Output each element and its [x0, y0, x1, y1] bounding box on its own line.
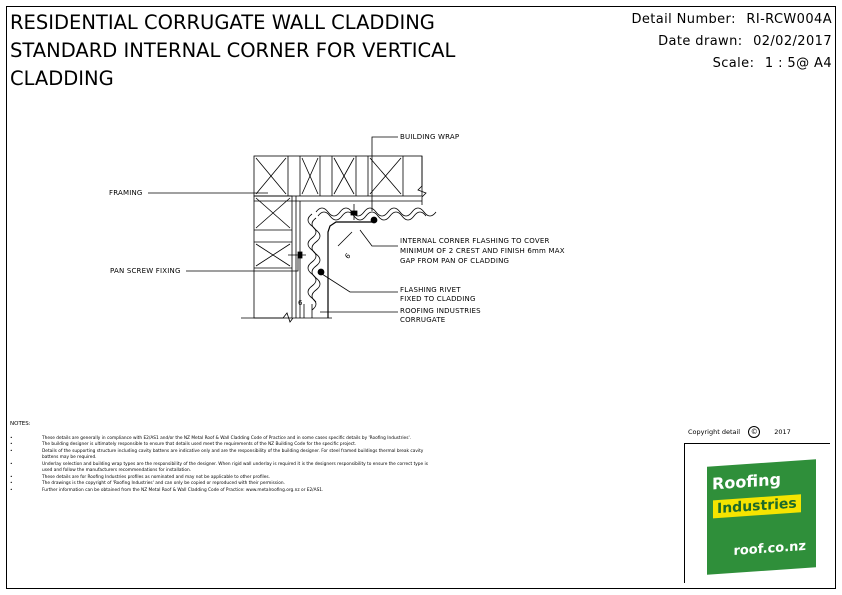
logo-line-2: Industries [713, 494, 801, 519]
note-text: Details of the supporting structure incl… [42, 448, 424, 461]
copyright-icon: © [748, 426, 761, 438]
note-item: •These details are for Roofing Industrie… [10, 474, 270, 480]
label-rivet-1: FLASHING RIVET [400, 286, 461, 294]
scale-value: 1 : 5@ A4 [764, 56, 832, 71]
title-line-2: STANDARD INTERNAL CORNER FOR VERTICAL [10, 39, 456, 62]
logo-line-1: Roofing [712, 469, 782, 494]
label-pan-screw: PAN SCREW FIXING [110, 267, 181, 275]
label-flashing-2: MINIMUM OF 2 CREST AND FINISH 6mm MAX [400, 247, 565, 255]
note-text: The drawings is the copyright of 'Roofin… [42, 481, 285, 486]
roofing-industries-logo: Roofing Industries roof.co.nz [707, 459, 816, 575]
note-item: •Details of the supporting structure inc… [10, 448, 424, 461]
internal-corner-flashing [327, 221, 372, 318]
screw-top [350, 204, 358, 220]
logo-box: Roofing Industries roof.co.nz [684, 443, 830, 583]
note-item: •These details are generally in complian… [10, 435, 411, 441]
label-rivet-2: FIXED TO CLADDING [400, 295, 476, 303]
date-drawn-row: Date drawn: 02/02/2017 [625, 31, 832, 53]
leader-building-wrap [371, 136, 398, 211]
note-text: These details are generally in complianc… [42, 435, 411, 441]
date-drawn-value: 02/02/2017 [753, 34, 832, 49]
note-text: Underlay selection and building wrap typ… [42, 461, 428, 474]
copyright-year: 2017 [774, 428, 791, 436]
title-line-3: CLADDING [10, 67, 114, 90]
detail-number-value: RI-RCW004A [746, 12, 832, 27]
label-framing: FRAMING [109, 189, 143, 197]
label-building-wrap: BUILDING WRAP [400, 133, 460, 141]
label-flashing-1: INTERNAL CORNER FLASHING TO COVER [400, 237, 550, 245]
notes-section: NOTES: •These details are generally in c… [10, 421, 430, 494]
note-item: •Further information can be obtained fro… [10, 487, 324, 493]
framing-top [253, 155, 423, 205]
copyright-line: Copyright detail © 2017 [688, 426, 791, 438]
note-item: •The drawings is the copyright of 'Roofi… [10, 481, 285, 486]
break-line-right [417, 156, 427, 205]
dim-line-right [337, 231, 353, 247]
drawing-sheet [6, 6, 836, 589]
leader-pan-screw [186, 256, 299, 272]
date-drawn-label: Date drawn: [658, 34, 743, 49]
framing-left [253, 195, 301, 319]
label-corrugate-1: ROOFING INDUSTRIES [400, 307, 481, 315]
note-item: •Underlay selection and building wrap ty… [10, 461, 428, 474]
note-text: These details are for Roofing Industries… [42, 474, 270, 480]
logo-url: roof.co.nz [733, 538, 806, 559]
scale-row: Scale: 1 : 5@ A4 [625, 53, 832, 75]
rivet-vertical [317, 268, 325, 276]
dimension-6-bottom: 6 [298, 299, 303, 307]
leader-rivet [321, 273, 398, 293]
notes-title: NOTES: [10, 421, 31, 427]
copyright-label: Copyright detail [688, 428, 741, 436]
note-item: •The building designer is ultimately res… [10, 442, 357, 447]
drawing-title: RESIDENTIAL CORRUGATE WALL CLADDING STAN… [10, 9, 455, 93]
note-text: Further information can be obtained from… [42, 487, 324, 493]
corrugate-horizontal [315, 207, 437, 217]
title-block-meta: Detail Number: RI-RCW004A Date drawn: 02… [625, 9, 832, 75]
note-text: The building designer is ultimately resp… [42, 442, 357, 447]
pan-screw [288, 251, 306, 259]
detail-number-row: Detail Number: RI-RCW004A [625, 9, 832, 31]
scale-label: Scale: [712, 56, 755, 71]
title-line-1: RESIDENTIAL CORRUGATE WALL CLADDING [10, 11, 435, 34]
leader-flashing [359, 229, 398, 247]
corrugate-horizontal-inner [317, 211, 427, 221]
corrugate-vertical-inner [311, 217, 321, 303]
rivet-horizontal [370, 216, 378, 224]
detail-number-label: Detail Number: [631, 12, 736, 27]
label-flashing-3: GAP FROM PAN OF CLADDING [400, 257, 510, 265]
label-corrugate-2: CORRUGATE [400, 316, 446, 324]
break-line-bottom [241, 312, 332, 323]
